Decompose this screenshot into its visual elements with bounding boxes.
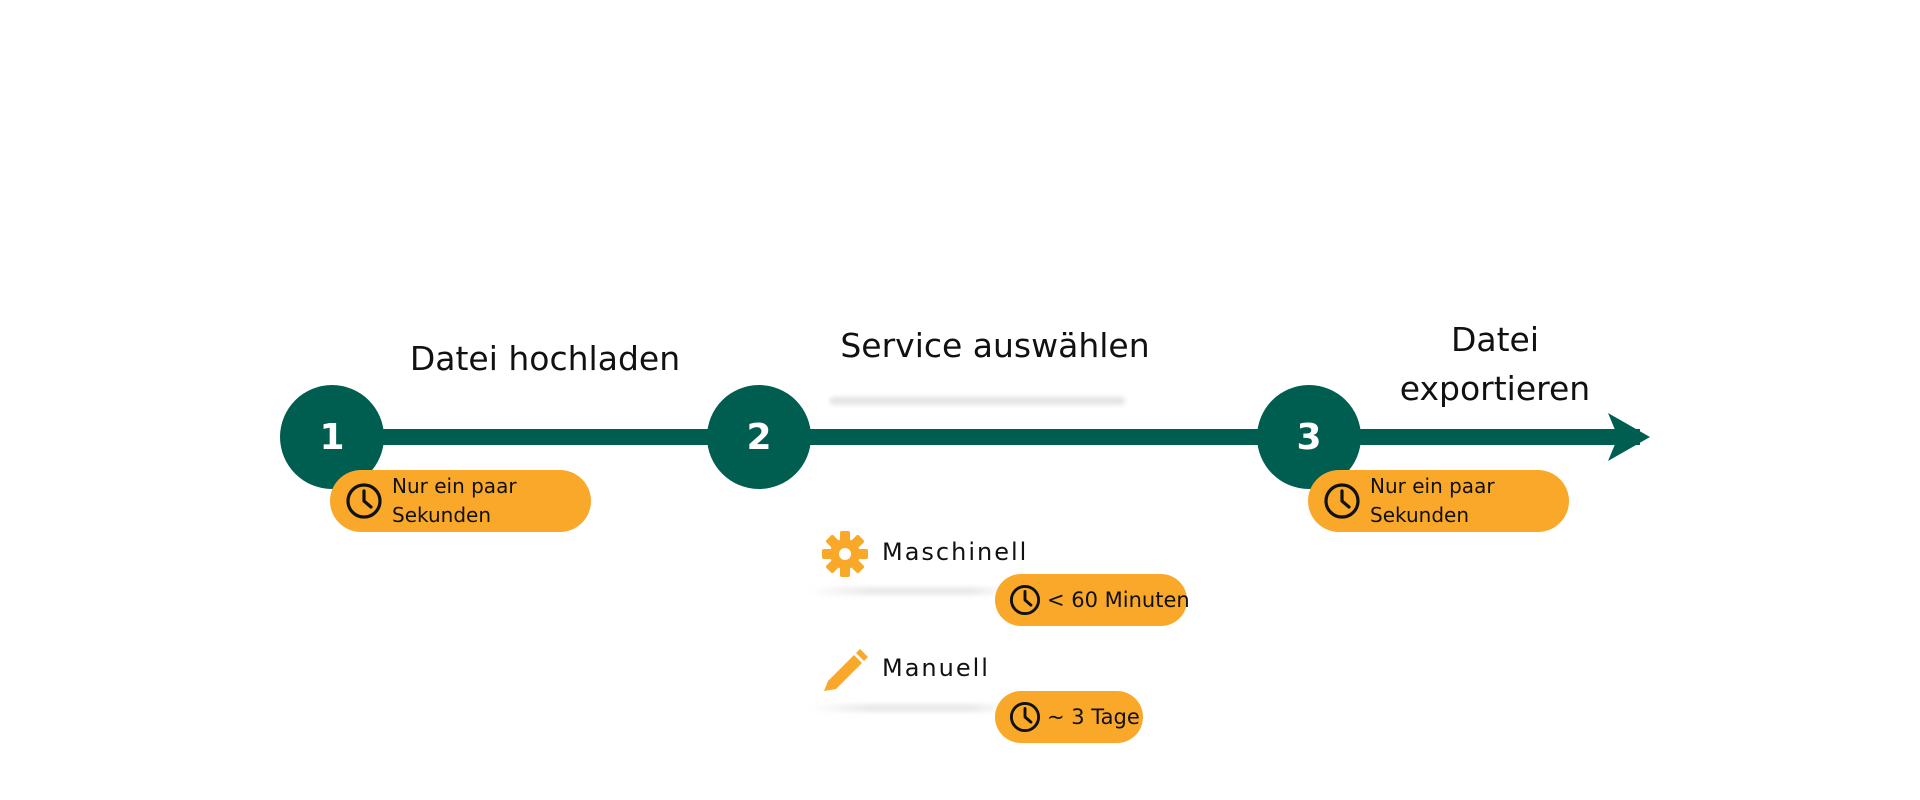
service-option-maschinell-divider: [810, 587, 1010, 595]
clock-icon: [1009, 584, 1041, 616]
service-option-manuell-duration-badge: ~ 3 Tage: [995, 691, 1143, 743]
step-2-number: 2: [746, 416, 772, 458]
timeline-arrow-icon: [1608, 413, 1650, 461]
gear-icon: [822, 531, 868, 577]
step-2-title-underline: [830, 395, 1125, 407]
step-1-number: 1: [319, 416, 345, 458]
step-3-circle: 3: [1257, 385, 1361, 489]
step-2-title: Service auswählen: [840, 326, 1150, 365]
clock-icon: [1009, 701, 1041, 733]
step-1-title: Datei hochladen: [409, 339, 681, 378]
step-2-circle: 2: [707, 385, 811, 489]
service-option-manuell-divider: [810, 704, 1010, 712]
step-3-number: 3: [1296, 416, 1322, 458]
step-3-title: Datei exportieren: [1399, 320, 1591, 408]
service-option-maschinell-duration-text: < 60 Minuten: [1047, 587, 1190, 612]
clock-icon: [346, 483, 382, 519]
service-option-maschinell-duration-badge: < 60 Minuten: [995, 574, 1190, 626]
step-1-duration-text: Nur ein paar Sekunden: [392, 474, 517, 527]
timeline-line: [350, 429, 1640, 445]
service-option-manuell-duration-text: ~ 3 Tage: [1047, 704, 1140, 729]
pencil-icon: [824, 649, 868, 691]
service-option-maschinell-label: Maschinell: [882, 538, 1029, 566]
step-1-circle: 1: [280, 385, 384, 489]
step-3-duration-text: Nur ein paar Sekunden: [1370, 474, 1495, 527]
step-1-duration-badge: Nur ein paar Sekunden: [330, 470, 591, 532]
step-3-duration-badge: Nur ein paar Sekunden: [1308, 470, 1569, 532]
clock-icon: [1324, 483, 1360, 519]
service-option-manuell-label: Manuell: [882, 654, 990, 682]
